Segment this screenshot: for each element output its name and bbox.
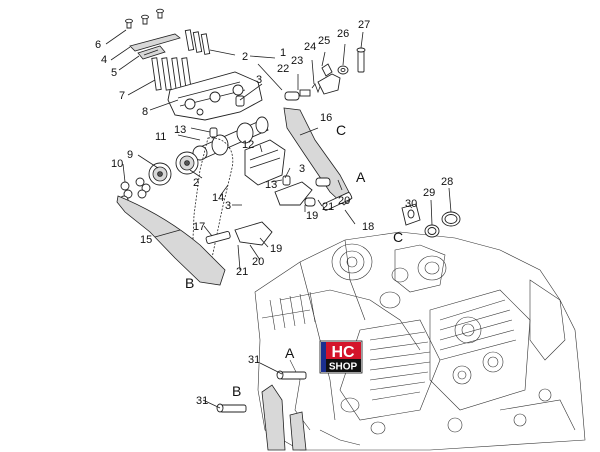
callout-1: 1 xyxy=(280,47,286,59)
callout-12: 12 xyxy=(242,139,254,151)
callout-9: 9 xyxy=(127,149,133,161)
rocker-assembly-19-21 xyxy=(234,177,331,246)
valve-cover-block-12 xyxy=(244,139,286,186)
small-screws-top xyxy=(125,8,164,29)
shaft-18 xyxy=(322,192,353,211)
ref-letter-c-lower: C xyxy=(393,229,403,245)
shaft-17 xyxy=(205,230,231,244)
callout-31-upper: 31 xyxy=(248,354,260,366)
callout-14: 14 xyxy=(212,192,224,204)
callout-7: 7 xyxy=(119,90,125,102)
cam-gear-9 xyxy=(148,151,199,186)
bolt-27 xyxy=(356,47,366,73)
callout-26: 26 xyxy=(337,28,349,40)
callout-29: 29 xyxy=(423,187,435,199)
pins-8 xyxy=(184,29,211,55)
callout-3-low: 3 xyxy=(225,200,231,212)
callout-15: 15 xyxy=(140,234,152,246)
callout-13-mid: 13 xyxy=(265,179,277,191)
callout-22: 22 xyxy=(277,63,289,75)
reference-letters: C A B C A B xyxy=(185,122,403,399)
seal-30 xyxy=(401,203,421,226)
callout-21-lower: 21 xyxy=(236,266,248,278)
lower-chain-guide xyxy=(261,384,307,451)
callout-4: 4 xyxy=(101,54,107,66)
camshaft-11 xyxy=(192,116,269,161)
studs-7 xyxy=(151,57,192,91)
callout-19-upper: 19 xyxy=(306,210,318,222)
oring-29 xyxy=(424,224,440,238)
ref-letter-a-upper: A xyxy=(356,169,366,185)
callout-11: 11 xyxy=(155,131,166,143)
callout-25: 25 xyxy=(318,35,330,47)
tensioner-22-23 xyxy=(284,89,311,101)
callout-21-upper: 21 xyxy=(322,201,334,213)
callout-30: 30 xyxy=(405,198,417,210)
guide-plate-4 xyxy=(129,33,181,52)
callout-8: 8 xyxy=(142,106,148,118)
callout-24: 24 xyxy=(304,41,316,53)
ref-letter-b-lower: B xyxy=(232,383,241,399)
bolt-31-lower xyxy=(216,403,247,413)
callout-23: 23 xyxy=(291,55,303,67)
leader-lines xyxy=(105,29,452,409)
callout-13-top: 13 xyxy=(174,124,186,136)
bolt-31-upper xyxy=(276,370,307,380)
hc-shop-watermark: HC SHOP xyxy=(319,340,363,374)
callout-3-top: 3 xyxy=(256,74,262,86)
slider-pads-5 xyxy=(137,45,166,60)
ref-letter-a-lower: A xyxy=(285,345,295,361)
callout-10: 10 xyxy=(111,158,123,170)
callout-20-lower: 20 xyxy=(252,256,264,268)
callout-27: 27 xyxy=(358,19,370,31)
callout-numbers: 27 6 4 5 7 8 2 1 3 22 23 24 25 26 13 11 … xyxy=(95,19,453,407)
callout-20-upper: 20 xyxy=(338,195,350,207)
callout-16: 16 xyxy=(320,112,332,124)
sprocket-bolts-10 xyxy=(119,177,151,205)
ref-letter-c-upper: C xyxy=(336,122,346,138)
callout-6: 6 xyxy=(95,39,101,51)
callout-3-mid: 3 xyxy=(299,163,305,175)
callout-19-lower: 19 xyxy=(270,243,282,255)
tensioner-body-25 xyxy=(317,63,341,95)
watermark-hc: HC xyxy=(331,344,355,361)
watermark-shop: SHOP xyxy=(329,362,358,373)
callout-31-lower: 31 xyxy=(196,395,208,407)
pins-13 xyxy=(209,127,291,186)
callout-5: 5 xyxy=(111,67,117,79)
engine-block xyxy=(254,231,586,451)
tensioner-guide-15 xyxy=(116,195,226,286)
callout-17: 17 xyxy=(193,221,205,233)
callout-18: 18 xyxy=(362,221,374,233)
callout-28: 28 xyxy=(441,176,453,188)
chain-guide-16 xyxy=(283,107,353,206)
ref-letter-b-upper: B xyxy=(185,275,194,291)
washer-26 xyxy=(337,65,349,75)
plug-28 xyxy=(441,211,461,227)
cam-carrier-1 xyxy=(167,71,263,121)
callout-2-mid: 2 xyxy=(193,177,199,189)
callout-2-top: 2 xyxy=(242,51,248,63)
